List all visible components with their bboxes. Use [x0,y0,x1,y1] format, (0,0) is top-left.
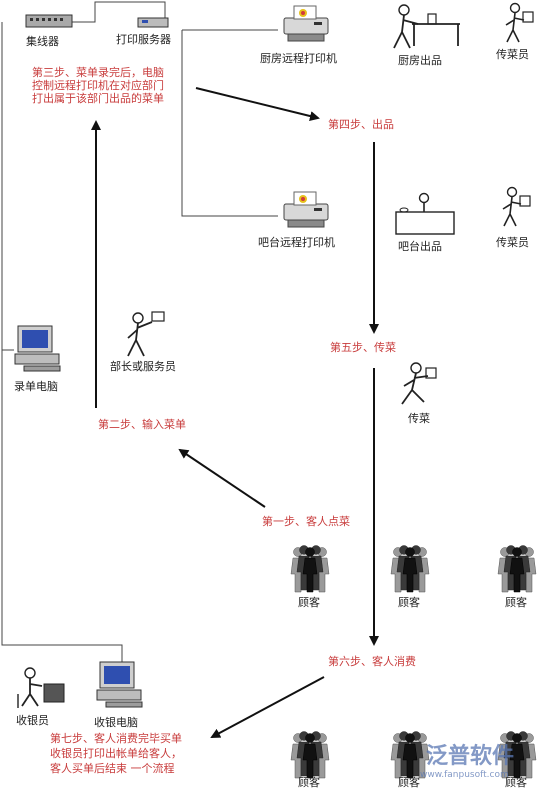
runner-top-icon [505,2,534,43]
customer-group-2-icon [391,546,429,593]
bar-printer-label: 吧台远程打印机 [258,236,335,249]
customer-label-4: 顾客 [298,776,320,789]
step5-text: 第五步、传菜 [330,341,396,354]
cashier-icon [17,667,65,708]
cashier-label: 收银员 [16,714,49,727]
hub-icon [25,14,73,28]
step6-text: 第六步、客人消费 [328,655,416,668]
step3-text: 第三步、菜单录完后，电脑 控制远程打印机在对应部门 打出属于该部门出品的菜单 [32,66,164,106]
runner-mid-icon [502,186,531,227]
network-line-hub-server [70,1,166,23]
order-pc-icon [14,325,61,372]
bar-printer-icon [283,191,329,228]
order-pc-label: 录单电脑 [14,380,58,393]
bar-output-label: 吧台出品 [398,240,442,253]
waiter-label: 部长或服务员 [110,360,176,373]
print-server-icon [137,17,169,28]
runner-top-label: 传菜员 [496,48,529,61]
customer-label-2: 顾客 [398,596,420,609]
cashier-pc-label: 收银电脑 [94,716,138,729]
customer-label-6: 顾客 [505,776,527,789]
kitchen-printer-icon [283,5,329,42]
arrow-step6-to-step7 [210,676,325,738]
kitchen-output-label: 厨房出品 [398,54,442,67]
network-line-bar [181,30,278,217]
print-server-label: 打印服务器 [116,33,171,46]
customer-group-1-icon [291,546,329,593]
customer-group-4-icon [291,732,329,779]
serving-runner-icon [401,362,437,405]
step7-text: 第七步、客人消费完毕买单 收银员打印出帐单给客人， 客人买单后结束 一个流程 [50,732,182,775]
kitchen-printer-label: 厨房远程打印机 [260,52,337,65]
bar-counter-icon [395,192,455,235]
customer-label-3: 顾客 [505,596,527,609]
cashier-pc-icon [96,661,143,708]
watermark-url: www.fanpusoft.com [420,770,509,780]
serving-label: 传菜 [408,412,430,425]
waiter-icon [127,311,165,357]
customer-label-5: 顾客 [398,776,420,789]
kitchen-chef-icon [393,4,460,49]
runner-mid-label: 传菜员 [496,236,529,249]
hub-label: 集线器 [26,35,59,48]
customer-group-3-icon [498,546,536,593]
arrow-step3-to-step4 [195,87,320,121]
step1-text: 第一步、客人点菜 [262,515,350,528]
customer-label-1: 顾客 [298,596,320,609]
network-line-left [1,22,123,664]
watermark-brand: 泛普软件 [426,744,515,769]
arrow-step1-to-step2 [178,448,266,508]
step2-text: 第二步、输入菜单 [98,418,186,431]
step4-text: 第四步、出品 [328,118,394,131]
